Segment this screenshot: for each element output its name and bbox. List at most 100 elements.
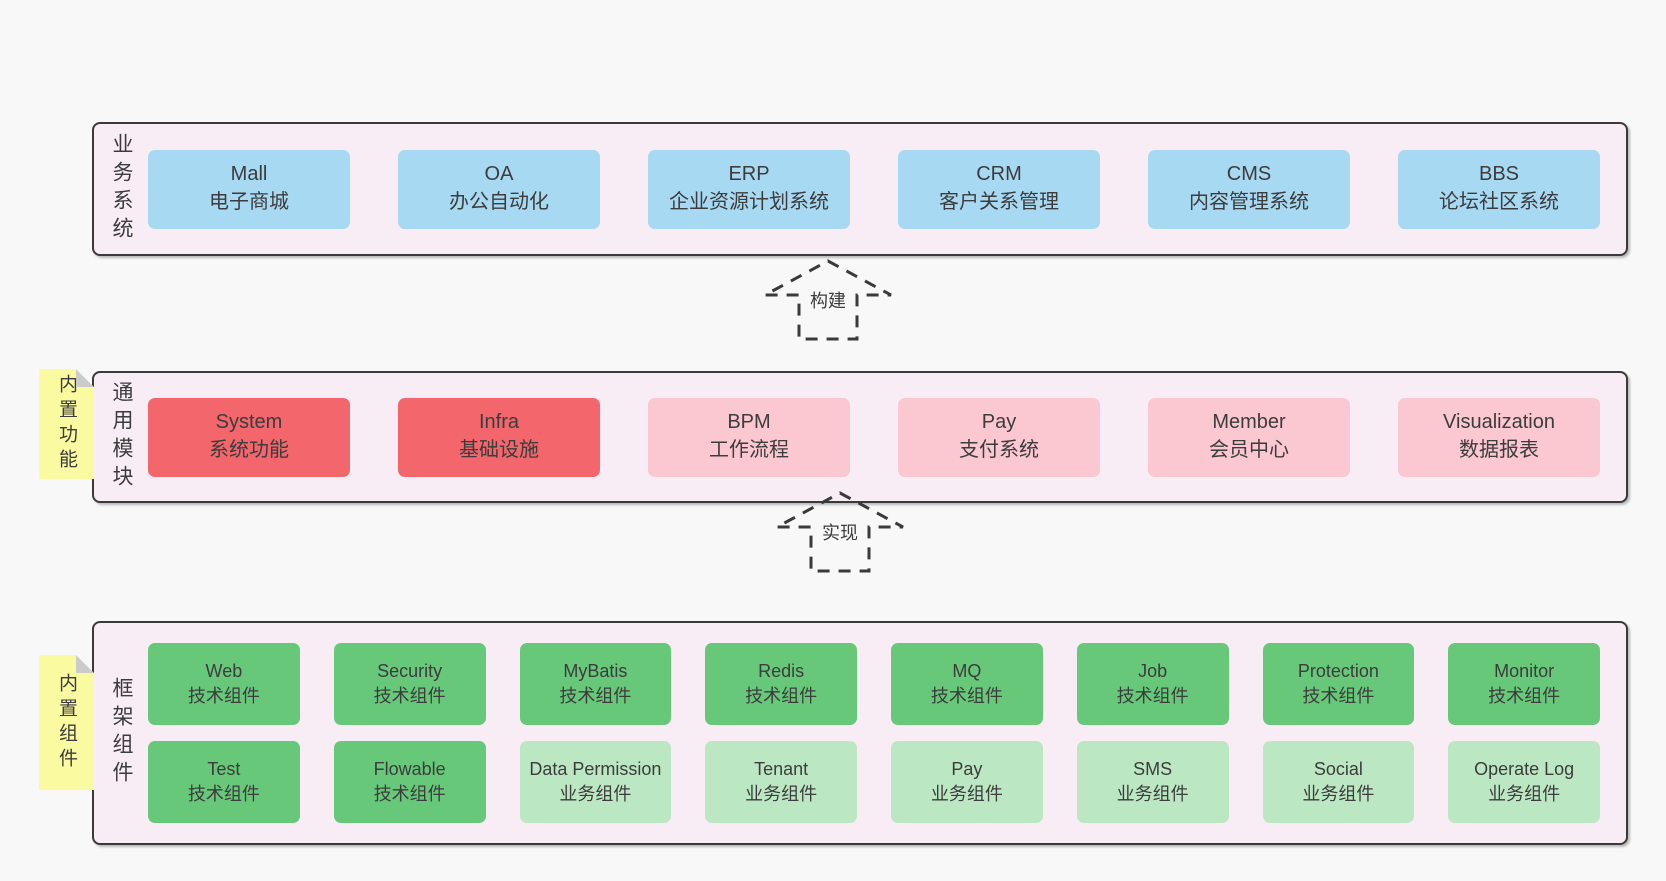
box-subtitle: 支付系统: [959, 439, 1039, 461]
box-subtitle: 客户关系管理: [939, 191, 1059, 213]
box-subtitle: 论坛社区系统: [1439, 191, 1559, 213]
box-title: Pay: [981, 411, 1017, 434]
box-security: Security 技术组件: [333, 643, 486, 725]
box-tenant: Tenant 业务组件: [705, 741, 857, 823]
box-subtitle: 业务组件: [559, 784, 632, 804]
modules-boxes-row: System 系统功能 Infra 基础设施 BPM 工作流程 Pay 支付系统…: [148, 397, 1600, 477]
sticky-note-builtin-components: 内置组件: [39, 655, 94, 790]
sticky-note-builtin-features: 内置功能: [39, 369, 94, 479]
box-subtitle: 技术组件: [187, 784, 260, 804]
box-title: Redis: [758, 661, 805, 682]
box-subtitle: 技术组件: [187, 686, 260, 706]
box-system: System 系统功能: [148, 397, 350, 477]
box-title: SMS: [1133, 759, 1173, 780]
box-mybatis: MyBatis 技术组件: [519, 643, 672, 725]
box-subtitle: 会员中心: [1209, 439, 1289, 461]
box-erp: ERP 企业资源计划系统: [648, 149, 850, 229]
box-title: Monitor: [1494, 661, 1555, 682]
box-cms: CMS 内容管理系统: [1148, 149, 1350, 229]
box-subtitle: 技术组件: [745, 686, 818, 706]
box-subtitle: 技术组件: [1488, 686, 1561, 706]
components-boxes-grid: Web 技术组件 Security 技术组件 MyBatis 技术组件 Redi…: [148, 643, 1600, 823]
layer-side-label: 框架组件: [110, 677, 133, 789]
arrow-implement: 实现: [772, 489, 908, 575]
box-social: Social 业务组件: [1262, 741, 1415, 823]
business-boxes-row: Mall 电子商城 OA 办公自动化 ERP 企业资源计划系统 CRM 客户关系…: [148, 149, 1600, 229]
box-subtitle: 技术组件: [559, 686, 632, 706]
up-arrow-icon: [764, 259, 892, 341]
box-subtitle: 工作流程: [709, 439, 789, 461]
box-title: Visualization: [1443, 411, 1555, 434]
box-title: Mall: [230, 163, 268, 186]
box-title: ERP: [728, 163, 770, 186]
box-title: MQ: [952, 661, 982, 682]
box-title: Data Permission: [529, 759, 662, 780]
box-subtitle: 业务组件: [1302, 784, 1375, 804]
box-title: Job: [1138, 661, 1168, 682]
box-title: Social: [1313, 759, 1363, 780]
box-bpm: BPM 工作流程: [648, 397, 850, 477]
box-infra: Infra 基础设施: [398, 397, 600, 477]
layer-side-label: 业务系统: [110, 133, 133, 245]
box-title: Flowable: [373, 759, 446, 780]
box-subtitle: 技术组件: [373, 686, 446, 706]
box-title: Pay: [951, 759, 983, 780]
box-title: CRM: [976, 163, 1022, 186]
box-subtitle: 数据报表: [1459, 439, 1539, 461]
arrow-label: 构建: [808, 287, 848, 313]
box-subtitle: 技术组件: [1302, 686, 1375, 706]
box-crm: CRM 客户关系管理: [898, 149, 1100, 229]
box-data-permission: Data Permission 业务组件: [519, 741, 672, 823]
box-pay-component: Pay 业务组件: [891, 741, 1043, 823]
box-subtitle: 业务组件: [745, 784, 818, 804]
box-subtitle: 办公自动化: [449, 191, 549, 213]
up-arrow-icon: [776, 491, 904, 573]
box-mall: Mall 电子商城: [148, 149, 350, 229]
box-subtitle: 技术组件: [373, 784, 446, 804]
box-subtitle: 电子商城: [209, 191, 289, 213]
box-oa: OA 办公自动化: [398, 149, 600, 229]
box-protection: Protection 技术组件: [1262, 643, 1415, 725]
box-pay-module: Pay 支付系统: [898, 397, 1100, 477]
box-title: CMS: [1226, 163, 1272, 186]
box-title: Security: [377, 661, 443, 682]
box-redis: Redis 技术组件: [705, 643, 857, 725]
box-title: Tenant: [754, 759, 809, 780]
arrow-build: 构建: [760, 257, 896, 343]
box-subtitle: 内容管理系统: [1189, 191, 1309, 213]
box-subtitle: 系统功能: [209, 439, 289, 461]
box-subtitle: 业务组件: [1488, 784, 1561, 804]
box-mq: MQ 技术组件: [891, 643, 1043, 725]
box-title: Member: [1212, 411, 1286, 434]
box-title: Infra: [478, 411, 520, 434]
layer-common-modules: 通用模块 System 系统功能 Infra 基础设施 BPM 工作流程 Pay…: [92, 371, 1628, 503]
box-title: OA: [484, 163, 514, 186]
box-web: Web 技术组件: [148, 643, 300, 725]
box-operate-log: Operate Log 业务组件: [1448, 741, 1600, 823]
box-title: System: [215, 411, 283, 434]
box-monitor: Monitor 技术组件: [1448, 643, 1600, 725]
box-title: Operate Log: [1474, 759, 1575, 780]
box-subtitle: 技术组件: [1116, 686, 1189, 706]
box-sms: SMS 业务组件: [1076, 741, 1229, 823]
layer-side-label: 通用模块: [110, 381, 133, 493]
note-text: 内置功能: [56, 374, 77, 474]
box-subtitle: 基础设施: [459, 439, 539, 461]
layer-framework-components: 框架组件 Web 技术组件 Security 技术组件 MyBatis 技术组件…: [92, 621, 1628, 845]
arrow-label: 实现: [820, 519, 860, 545]
box-title: Test: [207, 759, 241, 780]
box-subtitle: 业务组件: [1116, 784, 1189, 804]
box-title: MyBatis: [563, 661, 628, 682]
box-subtitle: 业务组件: [930, 784, 1003, 804]
box-visualization: Visualization 数据报表: [1398, 397, 1600, 477]
box-member: Member 会员中心: [1148, 397, 1350, 477]
box-test: Test 技术组件: [148, 741, 300, 823]
box-flowable: Flowable 技术组件: [333, 741, 486, 823]
box-subtitle: 企业资源计划系统: [669, 191, 829, 213]
box-title: BPM: [727, 411, 771, 434]
box-title: Web: [205, 661, 243, 682]
box-title: Protection: [1297, 661, 1379, 682]
note-text: 内置组件: [56, 672, 77, 773]
box-bbs: BBS 论坛社区系统: [1398, 149, 1600, 229]
box-subtitle: 技术组件: [930, 686, 1003, 706]
